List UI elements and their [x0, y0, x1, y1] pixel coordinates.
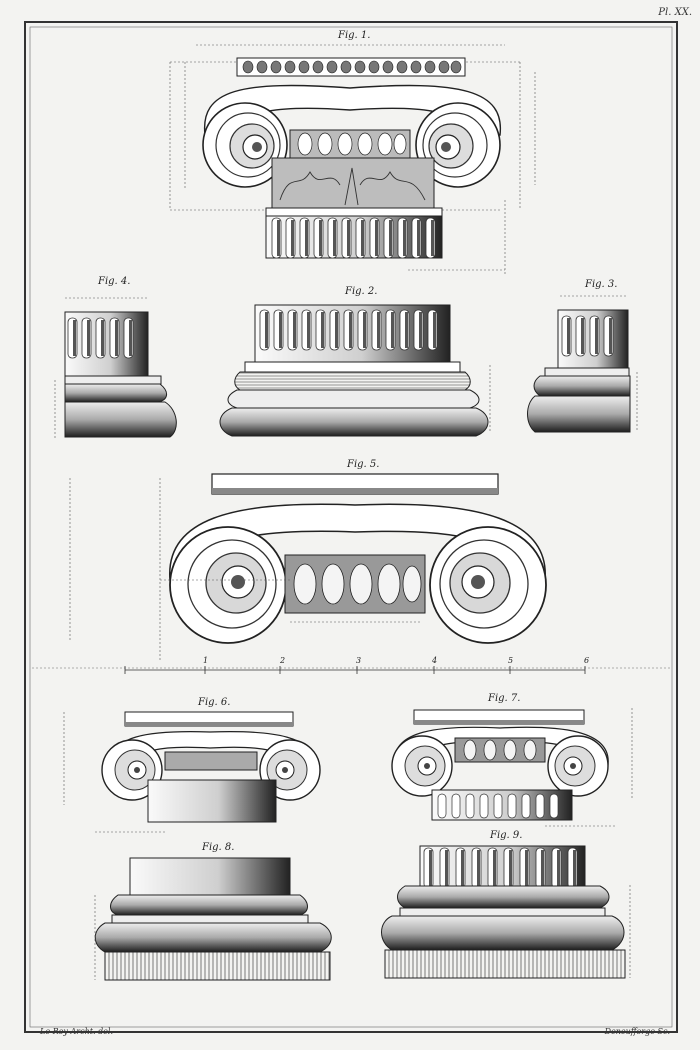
- fig6-label: Fig. 6.: [198, 697, 231, 708]
- plate-border: [24, 21, 678, 1033]
- fig1-label: Fig. 1.: [338, 30, 371, 41]
- fig1-ionic-capital: [169, 44, 536, 275]
- fig4-label: Fig. 4.: [98, 276, 131, 287]
- fig4-column-base: [54, 297, 177, 438]
- fig8-label: Fig. 8.: [202, 842, 235, 853]
- fig3-column-base: [527, 295, 638, 433]
- fig3-label: Fig. 3.: [585, 279, 618, 290]
- fig2-column-base: [219, 304, 491, 437]
- fig2-label: Fig. 2.: [345, 286, 378, 297]
- fig5-label: Fig. 5.: [347, 459, 380, 470]
- fig8-column-base: [94, 857, 332, 981]
- fig7-label: Fig. 7.: [488, 693, 521, 704]
- fig6-capital: [63, 711, 321, 833]
- fig9-label: Fig. 9.: [490, 830, 523, 841]
- fig7-capital: [391, 708, 633, 827]
- scale-tick-1: 1: [203, 656, 209, 665]
- scale-bar: [32, 666, 670, 674]
- plate-number: Pl. XX.: [658, 7, 692, 18]
- scale-tick-4: 4: [432, 656, 438, 665]
- scale-tick-3: 3: [356, 656, 362, 665]
- fig5-capital-plan: [69, 473, 547, 660]
- fig9-column-base: [381, 845, 631, 979]
- credit-draftsman: Le Roy Archt. del.: [40, 1027, 113, 1036]
- scale-tick-6: 6: [584, 656, 590, 665]
- scale-tick-5: 5: [508, 656, 514, 665]
- credit-engraver: Deneufforge Sc.: [604, 1027, 670, 1036]
- scale-tick-2: 2: [280, 656, 286, 665]
